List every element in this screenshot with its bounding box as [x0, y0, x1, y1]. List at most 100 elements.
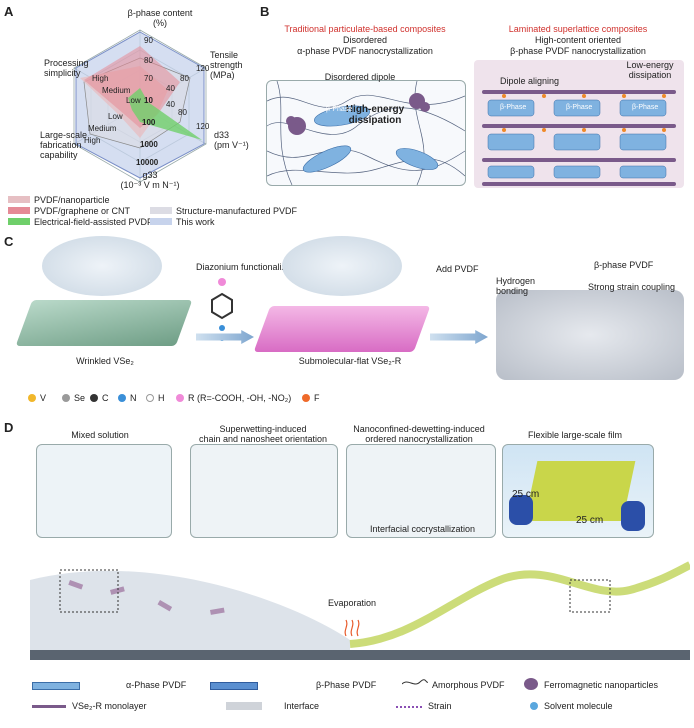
- legend-swatch-nano: [8, 196, 30, 203]
- legend-amorphous: Amorphous PVDF: [432, 680, 505, 690]
- legend-swatch-thiswork: [150, 218, 172, 225]
- b-disordered-dipole: Disordered dipole: [300, 72, 420, 82]
- tick-tensile-120: 120: [196, 64, 209, 74]
- c-add-pvdf: Add PVDF: [436, 264, 479, 274]
- tick-beta-90: 90: [144, 36, 153, 46]
- atom-h-dot: [146, 394, 154, 402]
- b-left-title: Traditional particulate-based composites: [270, 24, 460, 34]
- d-dim-2: 25 cm: [576, 516, 603, 526]
- c-hydrogen: Hydrogenbonding: [496, 276, 535, 296]
- atom-f: F: [314, 393, 320, 403]
- d-film: [525, 461, 636, 521]
- legend-beta-swatch: [210, 682, 258, 690]
- legend-strain-swatch: [396, 706, 422, 708]
- atom-r: R (R=-COOH, -OH, -NO₂): [188, 393, 291, 403]
- legend-strain: Strain: [428, 701, 452, 711]
- atom-n-dot: [118, 394, 126, 402]
- tick-beta-70: 70: [144, 74, 153, 84]
- b-beta-label-2: β-Phase: [500, 103, 526, 113]
- axis-beta-label: β-phase content(%): [120, 8, 200, 28]
- c-beta-pvdf: β-phase PVDF: [594, 260, 653, 270]
- atom-f-dot: [302, 394, 310, 402]
- legend-interface-swatch: [226, 702, 262, 710]
- legend-swatch-structure: [150, 207, 172, 214]
- tick-tensile-80: 80: [180, 74, 189, 84]
- c-composite: [496, 290, 684, 380]
- panel-d-label: D: [4, 420, 13, 435]
- c-bubble-2: [282, 236, 402, 296]
- legend-solvent-swatch: [530, 702, 538, 710]
- legend-interface: Interface: [284, 701, 319, 711]
- legend-beta: β-Phase PVDF: [316, 680, 376, 690]
- b-beta-label-1: β-Phase: [326, 105, 352, 115]
- tick-d33-120: 120: [196, 122, 209, 132]
- tick-d33-80: 80: [178, 108, 187, 118]
- c-strain-coupling: Strong strain coupling: [588, 282, 675, 292]
- legend-monolayer: VSe₂-R monolayer: [72, 701, 147, 711]
- b-left-sub2: α-phase PVDF nanocrystallization: [270, 46, 460, 56]
- b-left-box: [266, 80, 466, 186]
- legend-monolayer-swatch: [32, 705, 66, 708]
- tick-g33-1000: 1000: [140, 140, 158, 150]
- c-flat-sheet: [254, 306, 431, 352]
- atom-h: H: [158, 393, 165, 403]
- legend-alpha-swatch: [32, 682, 80, 690]
- atom-se: Se: [74, 393, 85, 403]
- d-dim-1: 25 cm: [512, 490, 539, 500]
- tick-d33-40: 40: [166, 100, 175, 110]
- tick-proc-high: High: [92, 74, 108, 84]
- b-right-title: Laminated superlattice composites: [478, 24, 678, 34]
- atom-r-dot: [176, 394, 184, 402]
- d-evaporation: Evaporation: [328, 598, 376, 608]
- legend-alpha: α-Phase PVDF: [126, 680, 186, 690]
- d-glove-right: [621, 501, 645, 531]
- b-beta-label-3: β-Phase: [566, 103, 592, 113]
- legend-ferro-swatch: [524, 678, 538, 690]
- panel-c-label: C: [4, 234, 13, 249]
- c-bubble-1: [42, 236, 162, 296]
- b-left-illustration: [267, 81, 465, 185]
- c-wrinkled-label: Wrinkled VSe₂: [40, 356, 170, 366]
- atom-c-dot: [90, 394, 98, 402]
- legend-solvent: Solvent molecule: [544, 701, 613, 711]
- c-wrinkled-sheet: [16, 300, 193, 346]
- d-mixed-title: Mixed solution: [40, 430, 160, 440]
- panel-a-label: A: [4, 4, 13, 19]
- axis-g33-label: g33(10⁻³ V m N⁻¹): [110, 170, 190, 190]
- tick-proc-low: Low: [126, 96, 141, 106]
- d-mixed-box: [36, 444, 172, 538]
- b-right-sub1: High-content oriented: [478, 35, 678, 45]
- tick-g33-100: 100: [142, 118, 155, 128]
- atom-v: V: [40, 393, 46, 403]
- tick-g33-10: 10: [144, 96, 153, 106]
- tick-large-medium: Medium: [88, 124, 116, 134]
- legend-swatch-electric: [8, 218, 30, 225]
- b-beta-label-4: β-Phase: [632, 103, 658, 113]
- d-superwetting-box: [190, 444, 338, 538]
- legend-amorphous-swatch: [402, 678, 428, 688]
- legend-thiswork: This work: [176, 217, 215, 227]
- d-flexible-title: Flexible large-scale film: [500, 430, 650, 440]
- legend-ferro: Ferromagnetic nanoparticles: [544, 680, 658, 690]
- legend-nano: PVDF/nanoparticle: [34, 195, 110, 205]
- tick-large-low: Low: [108, 112, 123, 122]
- legend-structure: Structure-manufactured PVDF: [176, 206, 297, 216]
- legend-swatch-graphene: [8, 207, 30, 214]
- b-right-sub2: β-phase PVDF nanocrystallization: [478, 46, 678, 56]
- c-arrow-2: [430, 330, 488, 344]
- tick-g33-10000: 10000: [136, 158, 158, 168]
- tick-tensile-40: 40: [166, 84, 175, 94]
- axis-d33-label: d33(pm V⁻¹): [214, 130, 249, 150]
- atom-v-dot: [28, 394, 36, 402]
- legend-electric: Electrical-field-assisted PVDF: [34, 217, 153, 227]
- b-dipole-aligning: Dipole aligning: [500, 76, 559, 86]
- tick-large-high: High: [84, 136, 100, 146]
- atom-se-dot: [62, 394, 70, 402]
- panel-b-label: B: [260, 4, 269, 19]
- tick-beta-80: 80: [144, 56, 153, 66]
- c-submolecular-label: Submolecular-flat VSe₂-R: [280, 356, 420, 366]
